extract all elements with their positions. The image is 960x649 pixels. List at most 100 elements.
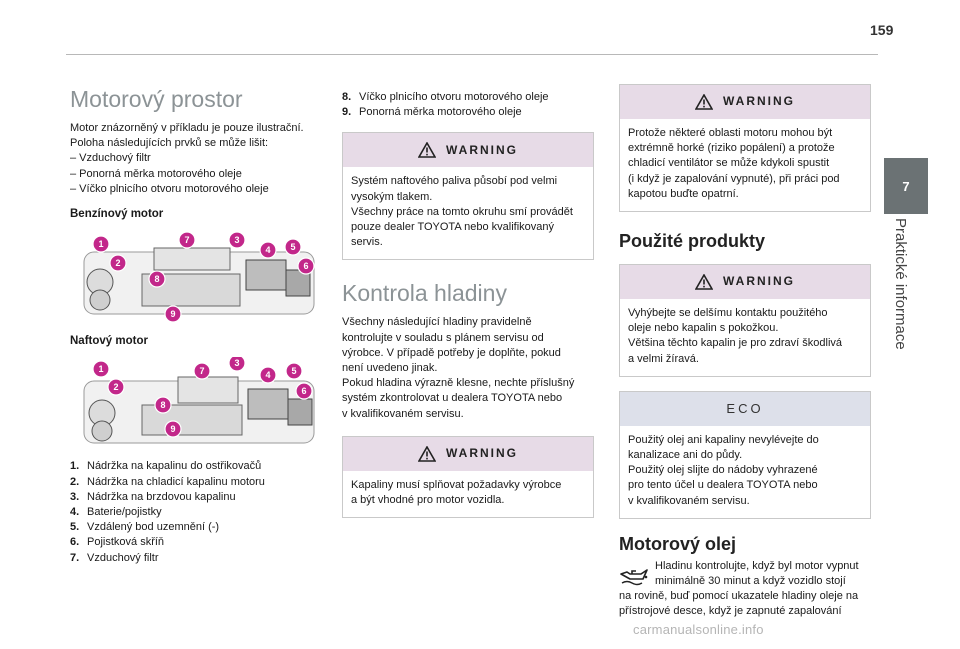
eco-text: pro tento účel u dealera TOYOTA nebo [628,479,818,492]
body-text: systém zkontrolovat u dealera TOYOTA neb… [342,392,563,405]
warning-text: oleje nebo kapalin s pokožkou. [628,322,779,335]
column-3: WARNING Protože některé oblasti motoru m… [619,84,871,620]
intro-line: – Víčko plnicího otvoru motorového oleje [70,182,269,195]
warning-text: chladicí ventilátor se může kdykoli spus… [628,157,830,170]
warning-label: WARNING [723,274,795,289]
page-number: 159 [870,22,894,38]
list-item: 6.Pojistková skříň [70,536,165,549]
body-text: výrobce. V případě potřeby je doplňte, p… [342,346,561,359]
warning-header: WARNING [343,436,593,471]
list-item: 3.Nádržka na brzdovou kapalinu [70,490,236,503]
list-item: 7.Vzduchový filtr [70,551,159,564]
callout-label: 3 [234,235,239,245]
list-item: 2.Nádržka na chladicí kapalinu motoru [70,475,265,488]
petrol-engine-diagram: 1 2 3 4 5 6 7 8 9 [70,230,322,324]
callout-label: 4 [265,370,270,380]
section-title-engine-bay: Motorový prostor [70,86,243,112]
body-text: kontrolujte v souladu s plánem servisu o… [342,331,544,344]
callout-label: 6 [301,386,306,396]
eco-box: ECO Použitý olej ani kapaliny nevylévejt… [619,390,871,519]
oil-can-icon [620,569,648,586]
engine-oil-paragraph: Hladinu kontrolujte, když byl motor vypn… [619,559,871,620]
intro-line: – Ponorná měrka motorového oleje [70,167,242,180]
warning-text: Vyhýbejte se delšímu kontaktu použitého [628,307,828,320]
warning-triangle-icon [418,445,436,462]
diesel-engine-heading: Naftový motor [70,335,148,348]
callout-label: 7 [184,235,189,245]
callout-label: 8 [160,400,165,410]
warning-box-skin-contact: WARNING Vyhýbejte se delšímu kontaktu po… [619,264,871,377]
list-item: 8.Víčko plnicího otvoru motorového oleje [342,91,549,103]
warning-box-diesel: WARNING Systém naftového paliva působí p… [342,132,594,261]
intro-line: Poloha následujících prvků se může lišit… [70,137,269,150]
callout-label: 5 [290,242,295,252]
eco-text: Použitý olej slijte do nádoby vyhrazené [628,464,818,477]
callout-label: 1 [98,364,103,374]
warning-text: Všechny práce na tomto okruhu smí provád… [351,205,573,218]
warning-text: Protože některé oblasti motoru mohou být [628,127,833,139]
callout-label: 9 [170,424,175,434]
callout-markers [92,354,313,439]
warning-box-hot-engine: WARNING Protože některé oblasti motoru m… [619,84,871,213]
warning-text: a velmi žíravá. [628,352,699,365]
diesel-engine-diagram: 1 2 3 4 5 6 7 8 9 [70,354,322,451]
eco-header: ECO [620,391,870,426]
warning-box-fluids: WARNING Kapaliny musí splňovat požadavky… [342,435,594,519]
section-title-level-check: Kontrola hladiny [342,280,507,307]
warning-text: a být vhodné pro motor vozidla. [351,494,505,507]
chapter-tab[interactable]: 7 [884,158,928,214]
callout-markers [92,231,315,323]
eco-text: kanalizace ani do půdy. [628,449,743,462]
oil-text: minimálně 30 minut a když vozidlo stojí [655,575,846,588]
warning-label: WARNING [723,94,795,109]
callout-label: 6 [303,261,308,271]
warning-header: WARNING [620,85,870,119]
warning-triangle-icon [418,142,436,159]
callout-label: 1 [98,239,103,249]
petrol-engine-illustration: 1 2 3 4 5 6 7 8 9 [83,231,315,323]
callout-label: 2 [115,258,120,268]
warning-triangle-icon [695,94,713,110]
chapter-title: Praktické informace [892,218,909,350]
chapter-title-vertical: Praktické informace [892,218,913,358]
callout-label: 8 [154,274,159,284]
oil-text: přístrojové desce, když je zapnuté zapal… [619,605,842,618]
warning-text: kapotou buďte opatrní. [628,187,739,200]
eco-text: v kvalifikovaném servisu. [628,494,750,507]
intro-line: Motor znázorněný v příkladu je pouze ilu… [70,122,304,134]
warning-text: Kapaliny musí splňovat požadavky výrobce [351,478,562,491]
header-rule [66,54,878,55]
list-item: 9.Ponorná měrka motorového oleje [342,106,522,119]
warning-text: (i když je zapalování vypnuté), při prác… [628,172,840,185]
intro-line: – Vzduchový filtr [70,152,151,165]
list-item: 4.Baterie/pojistky [70,506,162,519]
petrol-engine-heading: Benzínový motor [70,208,164,221]
callout-label: 5 [291,366,296,376]
warning-header: WARNING [343,133,593,168]
watermark: carmanualsonline.info [633,622,764,637]
body-text: v kvalifikovaném servisu. [342,407,464,420]
chapter-number: 7 [902,178,910,194]
warning-text: vysokým tlakem. [351,190,433,203]
warning-triangle-icon [695,274,713,290]
body-text: není uvedeno jinak. [342,362,438,375]
warning-text: pouze dealer TOYOTA nebo kvalifikovaný [351,221,555,234]
component-list: 1.Nádržka na kapalinu do ostřikovačů 2.N… [70,459,322,565]
body-text: Všechny následující hladiny pravidelně [342,316,532,329]
section-title-used-products: Použité produkty [619,231,766,252]
warning-label: WARNING [446,142,518,157]
section-title-engine-oil: Motorový olej [619,533,737,554]
callout-label: 9 [170,309,175,319]
oil-text: na rovině, buď pomocí ukazatele hladiny … [619,590,859,603]
callout-label: 7 [199,366,204,376]
list-item: 1.Nádržka na kapalinu do ostřikovačů [70,460,262,473]
warning-text: Většina těchto kapalin je pro zdraví ško… [628,337,843,350]
warning-text: servis. [351,236,383,249]
callout-label: 2 [113,382,118,392]
body-text: Pokud hladina výrazně klesne, nechte pří… [342,377,575,390]
warning-text: Systém naftového paliva působí pod velmi [351,175,558,188]
column-2: 8.Víčko plnicího otvoru motorového oleje… [342,90,594,532]
column-1: Motorový prostor Motor znázorněný v přík… [70,86,322,566]
callout-label: 3 [234,358,239,368]
warning-header: WARNING [620,265,870,300]
